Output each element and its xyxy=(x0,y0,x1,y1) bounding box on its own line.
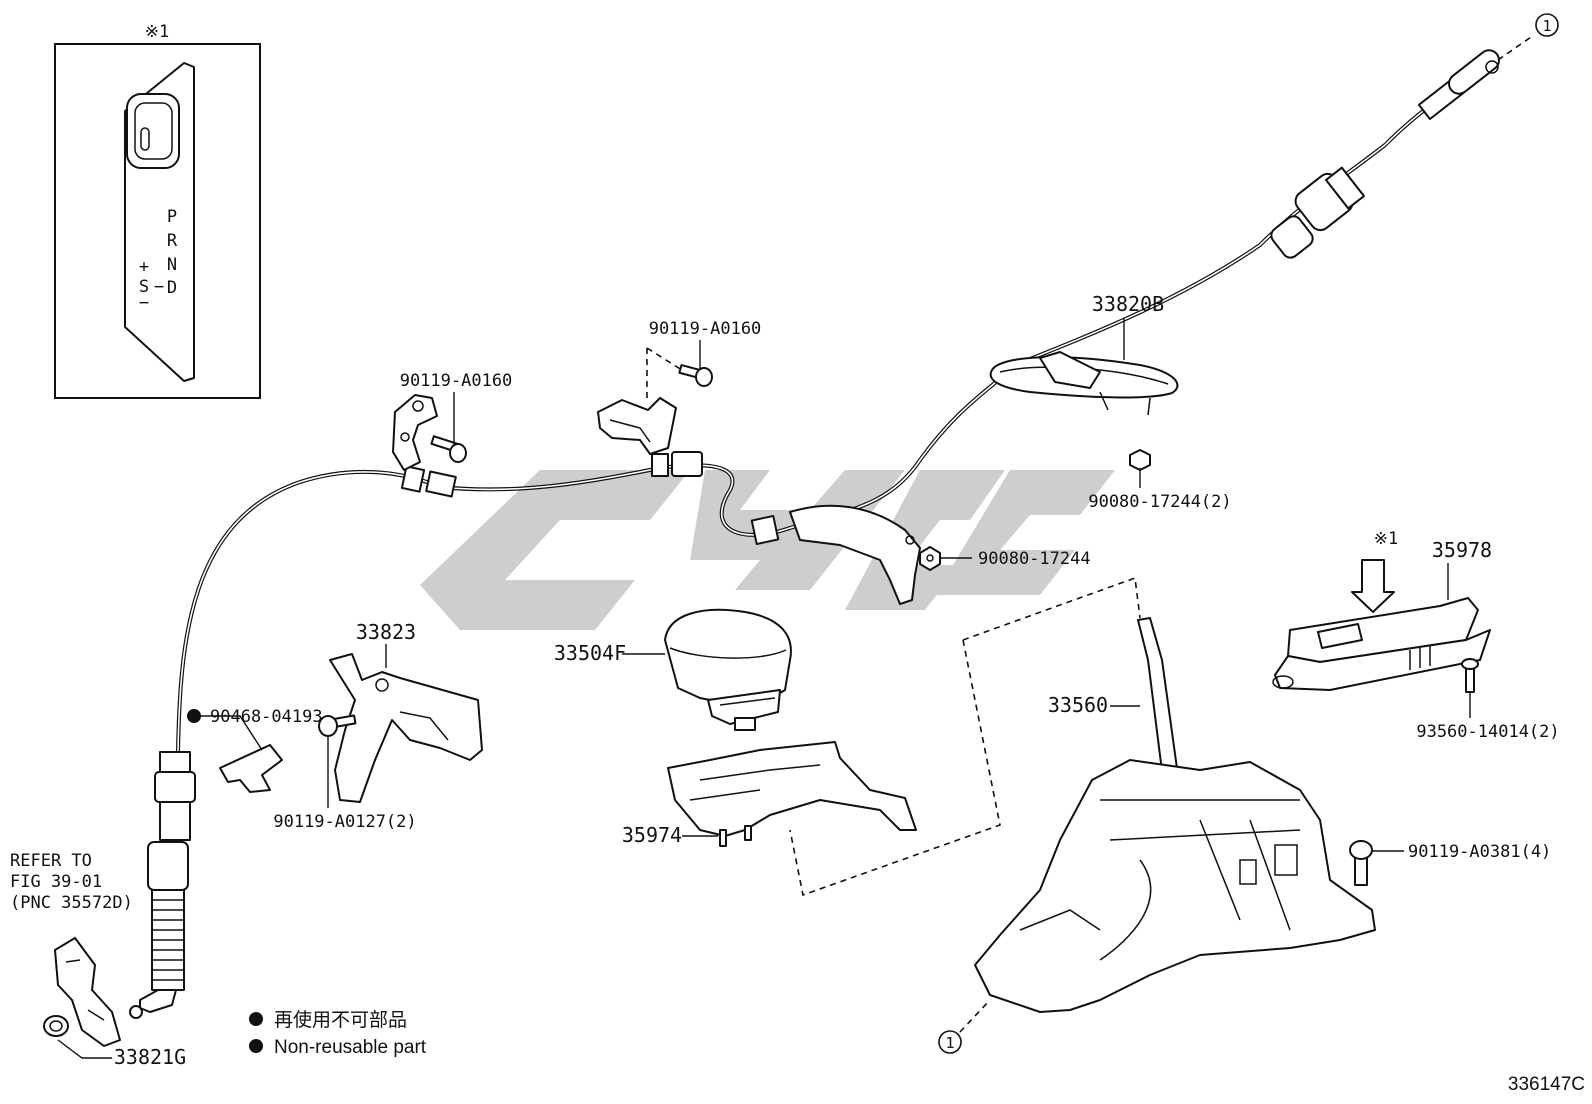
shift-cable-assembly xyxy=(129,49,1500,1019)
label-35978: 35978 xyxy=(1432,538,1492,562)
refer-note-line-2: FIG 39-01 xyxy=(10,872,102,892)
label-33821G: 33821G xyxy=(114,1045,186,1069)
figure-number: 336147C xyxy=(1508,1074,1585,1095)
assembly-dashed-outline xyxy=(789,576,1141,897)
shift-lever-33560 xyxy=(974,617,1376,1013)
gate-label-p: P xyxy=(167,207,177,227)
gate-label-d: D xyxy=(167,278,177,298)
svg-text:1: 1 xyxy=(945,1034,954,1052)
nut-bracket-icon xyxy=(919,546,941,571)
label-bracket-bolt: 90119-A0127(2) xyxy=(273,812,416,832)
bolt-upper-icon xyxy=(678,364,713,387)
gate-label-dash: − xyxy=(154,277,164,297)
housing-35974 xyxy=(667,741,917,847)
indicator-35978 xyxy=(1272,559,1491,693)
label-nut-bracket: 90080-17244 xyxy=(978,549,1091,569)
gate-label-plus: + xyxy=(139,257,149,277)
shift-knob-33504F xyxy=(664,608,792,731)
legend: 再使用不可部品 Non-reusable part xyxy=(249,1009,427,1058)
label-35974: 35974 xyxy=(622,823,682,847)
bolt-left-icon xyxy=(430,435,467,463)
label-lever-bolt: 90119-A0381(4) xyxy=(1408,842,1551,862)
label-33504F: 33504F xyxy=(554,641,626,665)
connection-marker-top: 1 xyxy=(1535,13,1559,37)
refer-note-line-1: REFER TO xyxy=(10,851,92,871)
label-clip: 90468-04193 xyxy=(210,707,323,727)
label-33823: 33823 xyxy=(356,620,416,644)
bracket-33823 xyxy=(329,653,483,803)
svg-text:1: 1 xyxy=(1542,17,1551,35)
label-bolt-left: 90119-A0160 xyxy=(400,371,513,391)
gate-label-r: R xyxy=(167,231,178,251)
gate-label-s: S xyxy=(139,277,149,297)
label-indicator-screw: 93560-14014(2) xyxy=(1416,722,1559,742)
legend-jp: 再使用不可部品 xyxy=(274,1009,407,1031)
shift-gate-inset: ※1 P R N D + S − − xyxy=(54,22,261,399)
gate-label-minus: − xyxy=(139,293,149,313)
non-reusable-dot-icon xyxy=(187,709,201,723)
label-bolt-upper: 90119-A0160 xyxy=(649,319,762,339)
connection-marker-bottom: 1 xyxy=(938,1030,962,1054)
inset-mark: ※1 xyxy=(145,22,169,42)
label-indicator-mark: ※1 xyxy=(1374,529,1398,549)
bushing-33821G-assembly xyxy=(43,937,121,1047)
legend-en: Non-reusable part xyxy=(274,1037,427,1058)
nut-cable-icon xyxy=(1129,449,1151,471)
gate-label-n: N xyxy=(167,255,177,275)
clip-90468-icon xyxy=(219,744,283,793)
refer-note-line-3: (PNC 35572D) xyxy=(10,893,133,913)
label-33820B: 33820B xyxy=(1092,292,1164,316)
lever-bolt-icon xyxy=(1349,840,1373,886)
leader-lines xyxy=(57,34,1535,1059)
label-nut-cable: 90080-17244(2) xyxy=(1088,492,1231,512)
label-33560: 33560 xyxy=(1048,693,1108,717)
legend-dot-icon xyxy=(249,1012,263,1026)
legend-dot-icon xyxy=(249,1039,263,1053)
